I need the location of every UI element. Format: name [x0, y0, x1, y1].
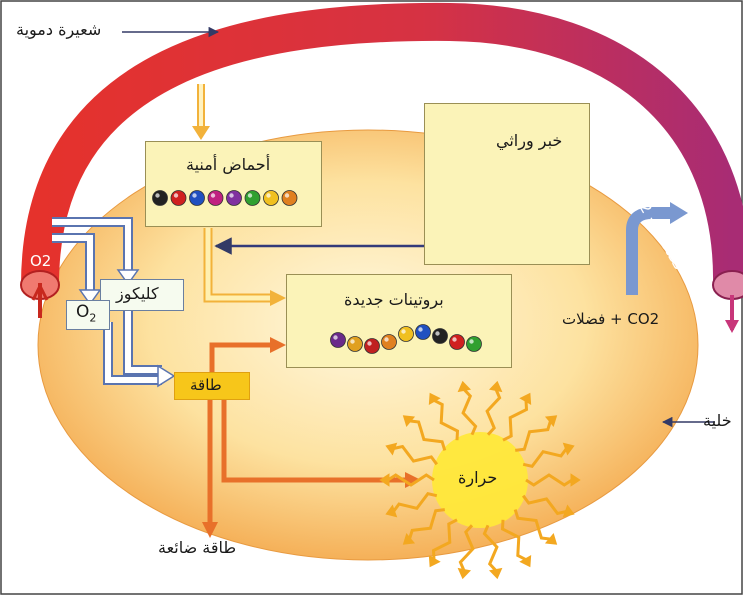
- capillary-label: شعيرة دموية: [16, 20, 101, 39]
- glucose-label: كليكوز: [116, 284, 159, 303]
- wasted-energy-label: طاقة ضائعة: [158, 538, 236, 557]
- arrow-icon: [431, 558, 438, 565]
- arrow-icon: [192, 84, 210, 140]
- genetic-info-box: [424, 103, 590, 265]
- genetic-info-label: خبر وراثي: [496, 131, 562, 150]
- arrow-icon: [492, 570, 500, 577]
- capillary-right-opening: [713, 271, 743, 299]
- waste-co2-inside-label: CO2 + فضلات: [562, 310, 659, 328]
- cell-label: خلية: [703, 411, 732, 430]
- amino-acids-label: أحماض أمنية: [186, 155, 270, 174]
- o2-box-label: O2: [76, 302, 96, 324]
- energy-label: طاقة: [190, 376, 222, 394]
- new-proteins-box: [286, 274, 512, 368]
- arrow-icon: [548, 536, 555, 543]
- arrow-icon: [725, 320, 739, 333]
- arrow-icon: [460, 570, 468, 577]
- amino-acids-box: [145, 141, 322, 227]
- heat-label: حرارة: [458, 468, 497, 487]
- new-proteins-label: بروتينات جديدة: [344, 290, 444, 309]
- o2-top-label: O2: [30, 252, 51, 270]
